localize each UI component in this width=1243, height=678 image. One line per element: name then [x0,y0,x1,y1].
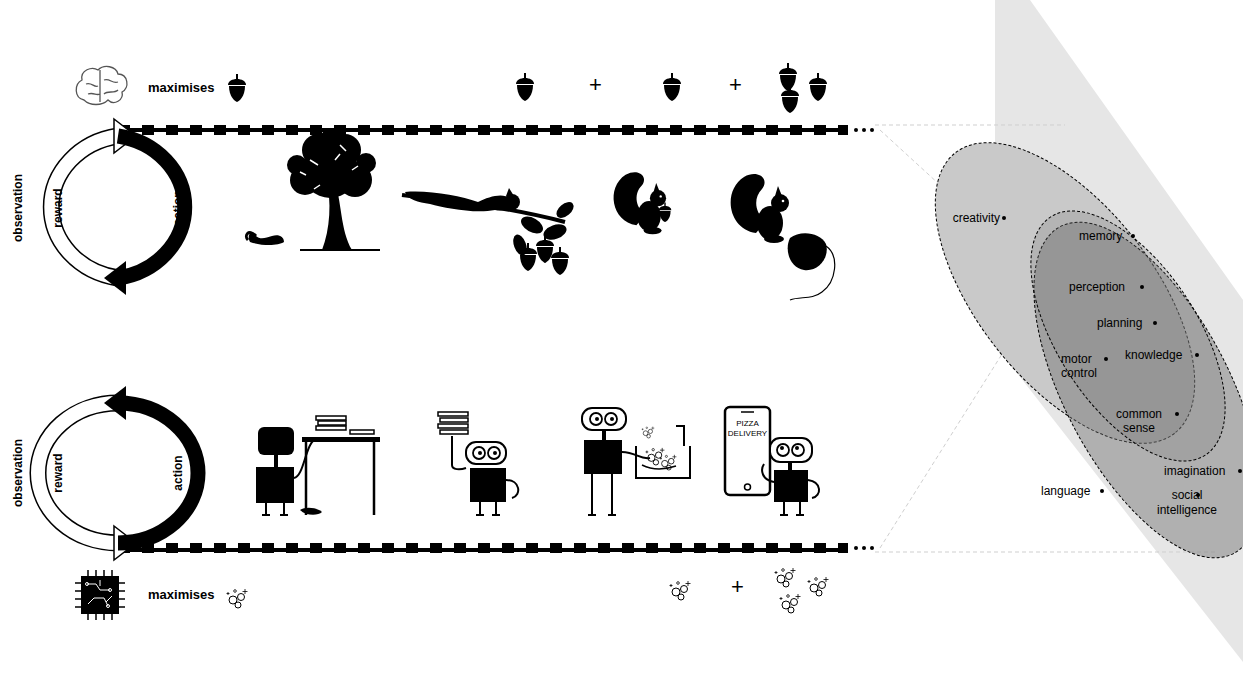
loop-label: observation [11,439,25,507]
loop-label: reward [51,453,65,492]
chip-icon [75,570,125,620]
robot-phone-scene [725,407,819,515]
plus-sign: + [729,72,742,98]
agent-loop [51,119,184,295]
time-strip [118,543,848,553]
loop-label: action [171,190,185,225]
loop-label: observation [11,174,25,242]
brain-icon [76,67,127,105]
branch-scene [402,188,577,275]
loop-label: action [171,455,185,490]
ellipsis-dots [854,128,874,550]
ability-label: motor control [1061,352,1109,380]
capability-dots [1002,216,1242,497]
robot-plates-scene [438,412,518,515]
bubble-rewards [670,568,829,613]
squirrel-eating [614,172,672,234]
robot-table-scene [256,416,380,515]
squirrel-with-bag [731,174,835,300]
ability-label: imagination [1164,464,1225,478]
ability-label: planning [1097,316,1142,330]
ability-label: language [1041,484,1090,498]
ability-label: social intelligence [1150,488,1224,518]
plus-sign: + [731,574,744,600]
agent-loop [38,386,198,560]
tree-scene [246,128,380,250]
plus-sign: + [589,72,602,98]
bubbles-icon [227,589,248,608]
ability-label: memory [1079,229,1122,243]
phone-text: PIZZA DELIVERY [727,419,768,439]
loop-label: reward [51,188,65,227]
ability-label: knowledge [1125,348,1182,362]
capability-ellipses [886,99,1243,592]
ability-label: creativity [930,211,1000,225]
time-strip [118,125,848,135]
acorn-icon [228,74,246,102]
reward-caption: maximises [148,80,215,96]
robot-washing-scene [582,408,690,515]
reward-caption: maximises [148,587,215,603]
ability-label: perception [1069,280,1125,294]
acorn-rewards [516,63,827,113]
ability-label: common sense [1108,407,1170,435]
